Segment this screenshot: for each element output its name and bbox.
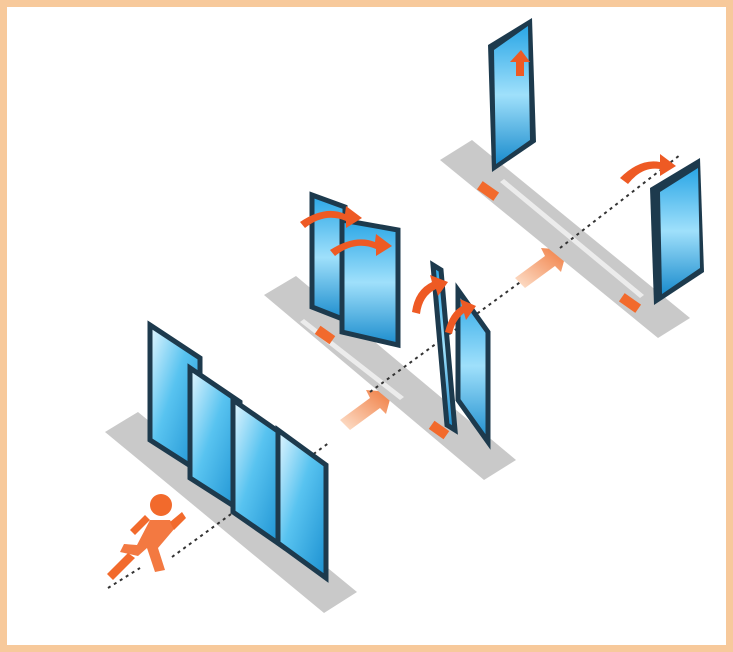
running-person-icon bbox=[107, 494, 186, 580]
stacked-door-pack-right bbox=[650, 158, 704, 305]
stacked-door-pack-left bbox=[488, 18, 536, 172]
stage-3-open bbox=[440, 18, 704, 338]
stage-2-folding bbox=[264, 195, 530, 480]
stage-1-closed bbox=[105, 325, 357, 613]
